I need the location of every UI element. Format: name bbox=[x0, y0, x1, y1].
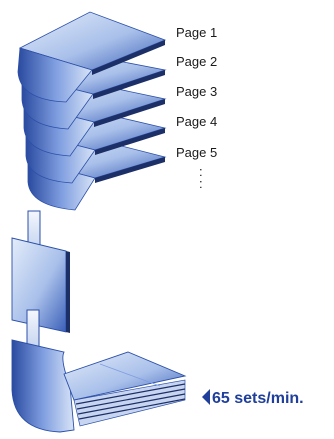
page-label-2: Page 2 bbox=[176, 54, 217, 69]
finished-sets-stack bbox=[11, 339, 187, 433]
sheet-stack bbox=[17, 11, 167, 211]
collated-sheet bbox=[11, 237, 70, 333]
sheet-page-1 bbox=[17, 11, 167, 103]
speed-label: 65 sets/min. bbox=[212, 390, 304, 407]
continuation-marker: :: bbox=[199, 164, 203, 191]
page-label-5: Page 5 bbox=[176, 145, 217, 160]
page-labels: Page 1 Page 2 Page 3 Page 4 Page 5 bbox=[176, 25, 217, 160]
page-label-4: Page 4 bbox=[176, 114, 217, 129]
page-label-1: Page 1 bbox=[176, 25, 217, 40]
speed-indicator: 65 sets/min. bbox=[202, 389, 304, 407]
page-label-3: Page 3 bbox=[176, 84, 217, 99]
left-triangle-icon bbox=[202, 389, 210, 405]
